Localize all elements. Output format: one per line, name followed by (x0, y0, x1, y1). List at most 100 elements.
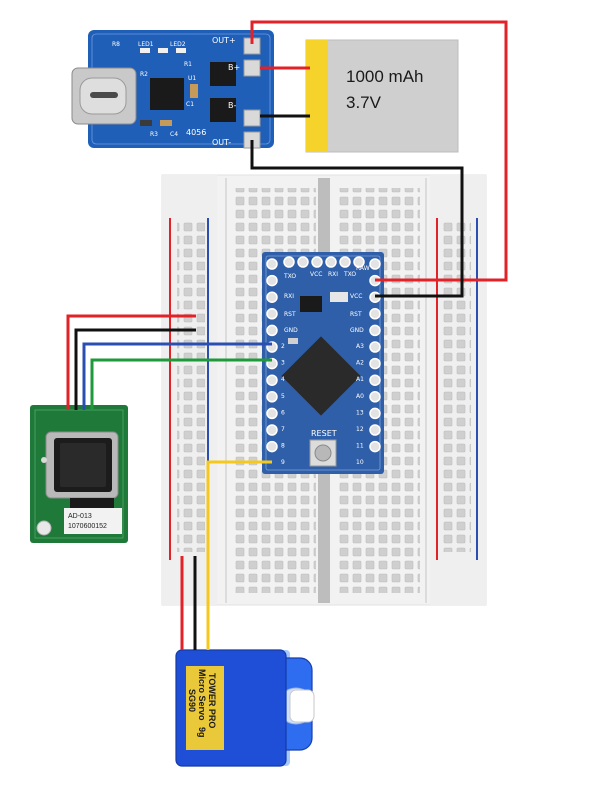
servo-model-line: Micro Servo (197, 669, 207, 721)
battery-terminal-strip (306, 40, 328, 152)
pin-numbers-left: 2 3 4 5 6 7 8 9 (281, 343, 285, 466)
sensor-serial: 1070600152 (68, 523, 107, 530)
sensor-model: AD-013 (68, 513, 92, 520)
wire-sensor-gnd (74, 328, 196, 410)
label-top-vcc: VCC (310, 271, 322, 278)
label-left-rxi: RXI (284, 293, 294, 300)
arduino-pin-left (266, 291, 278, 303)
label-led2: LED2 (170, 41, 186, 48)
arduino-pin-number-left: 4 (281, 376, 285, 383)
label-r3: R3 (150, 131, 158, 138)
wire-sensor-rx (90, 358, 272, 410)
arduino-pin-number-right: A3 (356, 343, 364, 350)
reset-label: RESET (311, 429, 337, 438)
micro-servo: TOWER PRO Micro Servo 9g SG90 (175, 649, 315, 767)
protection-ic (210, 62, 236, 86)
pin-header-left (266, 258, 278, 453)
wire-servo-signal (206, 460, 272, 650)
arduino-pin-left (266, 308, 278, 320)
arduino-pin-number-left: 7 (281, 426, 285, 433)
label-left-rst: RST (284, 311, 296, 318)
arduino-pin-left (266, 324, 278, 337)
arduino-pin-right (369, 407, 381, 420)
arduino-pin-right (369, 324, 381, 337)
arduino-pin-top (353, 256, 365, 268)
label-c1: C1 (186, 101, 194, 108)
label-right-raw: RAW (356, 265, 370, 272)
wire-out-minus-to-gnd (250, 140, 464, 298)
pin-header-top (283, 256, 365, 268)
arduino-pin-right (369, 258, 381, 270)
label-c4: C4 (170, 131, 178, 138)
arduino-pin-number-left: 9 (281, 459, 285, 466)
arduino-pin-left (266, 391, 278, 403)
wire-sensor-vcc (66, 314, 196, 410)
arduino-pin-right (369, 374, 381, 386)
wire-sensor-tx (82, 342, 272, 410)
arduino-pin-number-left: 8 (281, 443, 285, 450)
arduino-pin-right (369, 424, 381, 436)
arduino-pin-number-left: 5 (281, 393, 285, 400)
label-model: 4056 (186, 128, 206, 137)
arduino-pin-left (266, 274, 278, 287)
label-right-rst: RST (350, 311, 362, 318)
arduino-pin-top (311, 256, 323, 268)
lipo-battery: 1000 mAh 3.7V (305, 39, 459, 153)
arduino-pin-left (266, 407, 278, 420)
arduino-pin-number-left: 2 (281, 343, 285, 350)
arduino-pin-top (283, 256, 295, 268)
sensor-sticker (64, 508, 122, 534)
label-top-txo: TXO (343, 271, 356, 278)
servo-weight: 9g (197, 727, 207, 738)
fingerprint-sensor: AD-013 1070600152 (30, 405, 128, 543)
arduino-pin-top (339, 256, 351, 268)
arduino-pin-left (266, 424, 278, 436)
arduino-pin-number-right: 13 (356, 409, 364, 416)
label-r1: R1 (184, 61, 192, 68)
arduino-pin-number-right: 11 (356, 443, 364, 450)
arduino-pin-number-right: A1 (356, 376, 364, 383)
charger-module: OUT+ B+ B- OUT- 4056 LED1 LED2 R8 R2 R3 … (71, 30, 274, 149)
arduino-pin-number-right: 12 (356, 426, 364, 433)
arduino-pin-left (266, 440, 278, 453)
servo-label (186, 666, 224, 750)
label-r2: R2 (140, 71, 148, 78)
wires (66, 20, 508, 650)
label-out-minus: OUT- (212, 138, 231, 147)
arduino-pin-left (266, 258, 278, 270)
arduino-pin-left (266, 374, 278, 386)
charger-ic (150, 78, 184, 110)
arduino-pin-number-right: 10 (356, 459, 364, 466)
label-left-gnd: GND (284, 327, 298, 334)
label-r8: R8 (112, 41, 120, 48)
arduino-pro-mini: RESET VCC RXI TXO TXO RXI RST GND VCC RS… (262, 252, 384, 474)
arduino-pin-number-left: 6 (281, 409, 285, 416)
label-led1: LED1 (138, 41, 154, 48)
pad-b-plus (243, 59, 261, 77)
arduino-pin-right (369, 341, 381, 353)
arduino-pin-right (369, 308, 381, 320)
arduino-pin-number-right: A2 (356, 360, 364, 367)
label-top-rxi: RXI (328, 271, 338, 278)
label-b-minus: B- (228, 101, 236, 110)
label-out-plus: OUT+ (212, 36, 236, 45)
arduino-pin-right (369, 357, 381, 370)
label-u1: U1 (188, 75, 196, 82)
servo-brand: TOWER PRO (207, 673, 217, 728)
label-b-plus: B+ (228, 63, 240, 72)
servo-part: SG90 (187, 689, 197, 712)
arduino-pin-number-left: 3 (281, 360, 285, 367)
arduino-pin-top (325, 256, 337, 268)
label-left-txo: TXO (283, 273, 296, 280)
battery-voltage: 3.7V (346, 93, 382, 112)
arduino-pin-right (369, 391, 381, 403)
arduino-pin-right (369, 440, 381, 453)
label-right-gnd: GND (350, 327, 364, 334)
arduino-pin-top (297, 256, 309, 268)
sensor-mount-hole (36, 520, 52, 536)
atmega-chip (281, 336, 361, 416)
arduino-pin-number-right: A0 (356, 393, 364, 400)
battery-capacity: 1000 mAh (346, 67, 424, 86)
